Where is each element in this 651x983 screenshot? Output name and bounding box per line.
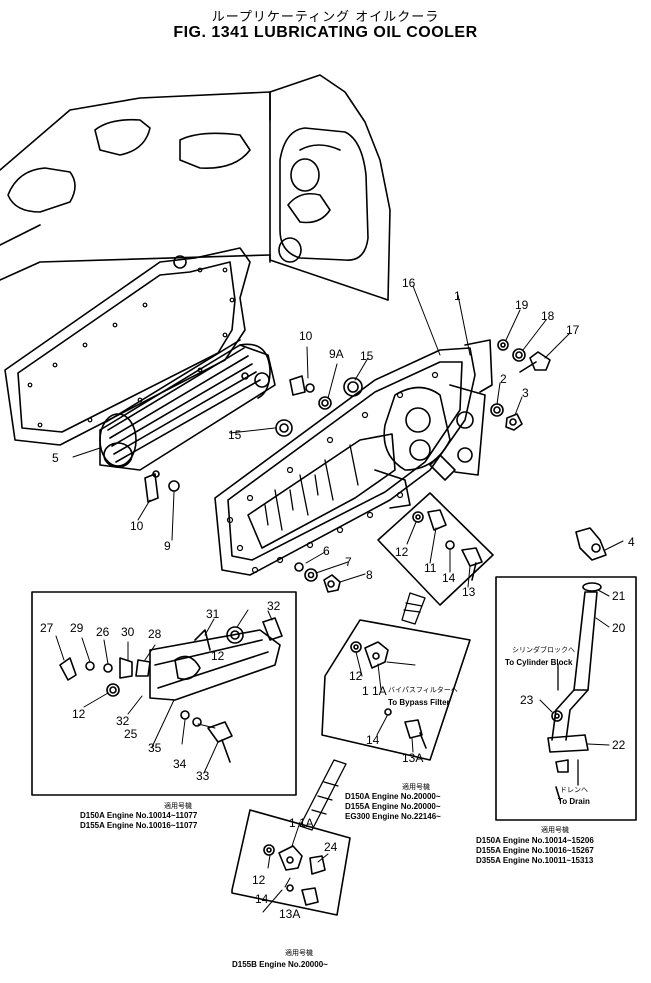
applicability-left: 適用号機 D150A Engine No.10014~11077 D155A E… bbox=[80, 801, 198, 830]
applicability-center: 適用号機 D150A Engine No.20000~ D155A Engine… bbox=[345, 782, 441, 821]
lower-fasteners bbox=[294, 562, 341, 593]
oil-cooler-core bbox=[99, 339, 276, 471]
callout-labels: 16 1 19 18 17 10 9A 15 2 3 15 5 10 9 4 6… bbox=[40, 276, 635, 921]
callout-35: 35 bbox=[148, 741, 162, 755]
callout-12-bottom: 12 bbox=[252, 873, 266, 887]
to-drain-jp: ドレンへ bbox=[560, 786, 588, 794]
callout-17: 17 bbox=[566, 323, 580, 337]
cylinder-block-outline bbox=[0, 74, 391, 301]
cover-gasket bbox=[464, 339, 493, 393]
callout-21: 21 bbox=[612, 589, 626, 603]
callout-25: 25 bbox=[124, 727, 138, 741]
inset-box-bottom bbox=[231, 809, 351, 916]
callout-33: 33 bbox=[196, 769, 210, 783]
applicability-center-heading: 適用号機 bbox=[402, 782, 430, 791]
applicability-bottom: 適用号機 D155B Engine No.20000~ bbox=[232, 948, 328, 969]
callout-11a-bottom: 1 1A bbox=[289, 816, 314, 830]
callout-3: 3 bbox=[522, 386, 529, 400]
flow-notes: シリンダブロックへ To Cylinder Block バイパスフィルターへ T… bbox=[388, 645, 590, 806]
applicability-bottom-heading: 適用号機 bbox=[285, 948, 313, 957]
applicability-right-heading: 適用号機 bbox=[541, 825, 569, 834]
inset-connectors bbox=[299, 592, 426, 831]
callout-12-left: 12 bbox=[72, 707, 86, 721]
callout-26: 26 bbox=[96, 625, 110, 639]
callout-34: 34 bbox=[173, 757, 187, 771]
applicability-left-heading: 適用号機 bbox=[164, 801, 192, 810]
callout-30: 30 bbox=[121, 625, 135, 639]
callout-24: 24 bbox=[324, 840, 338, 854]
to-drain-note: To Drain bbox=[558, 797, 590, 806]
callout-32-upper: 32 bbox=[267, 599, 281, 613]
inset-box-bypass bbox=[321, 619, 471, 761]
callout-13: 13 bbox=[462, 585, 476, 599]
cooler-gasket-rear bbox=[4, 247, 251, 446]
to-bypass-note: To Bypass Filter bbox=[388, 698, 450, 707]
callout-13a-bottom: 13A bbox=[279, 907, 300, 921]
applicability-center-line1: D150A Engine No.20000~ bbox=[345, 792, 441, 801]
callout-14-bottom: 14 bbox=[255, 892, 269, 906]
callout-11a-center: 1 1A bbox=[362, 684, 387, 698]
to-block-note: To Cylinder Block bbox=[505, 658, 573, 667]
callout-16: 16 bbox=[402, 276, 416, 290]
callout-32-lower: 32 bbox=[116, 714, 130, 728]
oil-cooler-case bbox=[214, 347, 486, 576]
callout-23: 23 bbox=[520, 693, 534, 707]
applicability-left-line2: D155A Engine No.10016~11077 bbox=[80, 821, 198, 830]
callout-27: 27 bbox=[40, 621, 54, 635]
inset-box-27-35 bbox=[31, 591, 297, 796]
callout-14-right: 14 bbox=[442, 571, 456, 585]
callout-2: 2 bbox=[500, 372, 507, 386]
right-fasteners bbox=[490, 339, 607, 561]
callout-12-left-inner: 12 bbox=[211, 649, 225, 663]
to-block-jp: シリンダブロックへ bbox=[512, 645, 575, 654]
applicability-left-line1: D150A Engine No.10014~11077 bbox=[80, 811, 198, 820]
leader-lines bbox=[55, 285, 624, 913]
title-japanese: ループリケーティング オイルクーラ bbox=[211, 10, 440, 25]
callout-31: 31 bbox=[206, 607, 220, 621]
applicability-bottom-line1: D155B Engine No.20000~ bbox=[232, 960, 328, 969]
callout-10-lower: 10 bbox=[130, 519, 144, 533]
callout-4: 4 bbox=[628, 535, 635, 549]
callout-28: 28 bbox=[148, 627, 162, 641]
applicability-right: 適用号機 D150A Engine No.10014~15206 D155A E… bbox=[476, 825, 594, 865]
applicability-center-line2: D155A Engine No.20000~ bbox=[345, 802, 441, 811]
callout-12-center: 12 bbox=[349, 669, 363, 683]
callout-15-upper: 15 bbox=[360, 349, 374, 363]
callout-12-right: 12 bbox=[395, 545, 409, 559]
inset-box-drain bbox=[495, 576, 637, 821]
to-bypass-jp: バイパスフィルターへ bbox=[388, 685, 458, 694]
figure-title: FIG. 1341 LUBRICATING OIL COOLER bbox=[173, 24, 478, 41]
callout-6: 6 bbox=[323, 544, 330, 558]
callout-11: 11 bbox=[424, 561, 437, 575]
applicability-right-line1: D150A Engine No.10014~15206 bbox=[476, 836, 594, 845]
callout-5: 5 bbox=[52, 451, 59, 465]
callout-10-upper: 10 bbox=[299, 329, 313, 343]
callout-13a-center: 13A bbox=[402, 751, 423, 765]
inset-box-11-14 bbox=[377, 492, 494, 606]
callout-20: 20 bbox=[612, 621, 626, 635]
applicability-right-line2: D155A Engine No.10016~15267 bbox=[476, 846, 594, 855]
callout-9a: 9A bbox=[329, 347, 344, 361]
callout-18: 18 bbox=[541, 309, 555, 323]
callout-8: 8 bbox=[366, 568, 373, 582]
applicability-right-line3: D355A Engine No.10011~15313 bbox=[476, 856, 594, 865]
callout-15-lower: 15 bbox=[228, 428, 242, 442]
callout-22: 22 bbox=[612, 738, 626, 752]
callout-14-center: 14 bbox=[366, 733, 380, 747]
callout-1: 1 bbox=[454, 289, 461, 303]
callout-9: 9 bbox=[164, 539, 171, 553]
callout-29: 29 bbox=[70, 621, 84, 635]
callout-19: 19 bbox=[515, 298, 529, 312]
applicability-center-line3: EG300 Engine No.22146~ bbox=[345, 812, 441, 821]
callout-7: 7 bbox=[345, 555, 352, 569]
